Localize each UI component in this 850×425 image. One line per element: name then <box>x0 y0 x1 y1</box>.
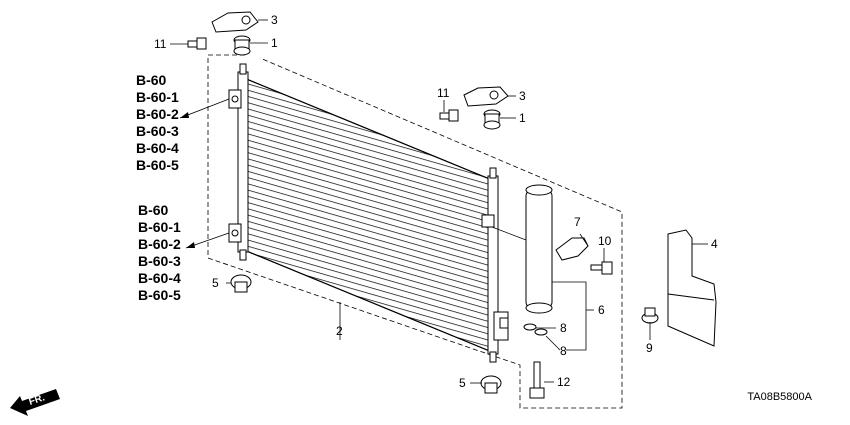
diagram-code: TA08B5800A <box>747 391 812 403</box>
upper-mount-right <box>439 86 509 130</box>
callout-6: 6 <box>598 303 605 317</box>
callout-5b: 5 <box>459 376 466 390</box>
front-direction-label: FR. <box>28 392 47 408</box>
callout-8b: 8 <box>560 344 567 358</box>
ref-label: B-60-4 <box>138 270 181 286</box>
mount-cushions <box>230 274 502 394</box>
receiver-dryer <box>525 184 553 314</box>
ref-label: B-60-3 <box>138 253 181 269</box>
ref-label: B-60-3 <box>136 123 179 139</box>
dryer-bracket <box>555 237 589 261</box>
callout-11b: 11 <box>437 86 450 100</box>
callout-5a: 5 <box>212 276 219 290</box>
ref-label: B-60 <box>136 72 167 88</box>
front-direction-arrow: FR. <box>10 389 60 416</box>
ref-label: B-60-5 <box>136 157 179 173</box>
callout-9: 9 <box>646 341 653 355</box>
ref-label: B-60-2 <box>136 106 179 122</box>
callout-8a: 8 <box>560 321 567 335</box>
ref-label: B-60-5 <box>138 287 181 303</box>
ref-label: B-60-1 <box>136 89 179 105</box>
callout-2: 2 <box>336 324 343 338</box>
bolt-10 <box>590 261 613 275</box>
ref-label: B-60-4 <box>136 140 179 156</box>
ref-label: B-60 <box>138 202 169 218</box>
ref-label: B-60-2 <box>138 236 181 252</box>
bolt-12 <box>529 361 545 399</box>
o-ring-group <box>523 323 548 336</box>
callout-1b: 1 <box>519 111 526 125</box>
callout-11a: 11 <box>154 37 167 51</box>
callout-10: 10 <box>598 234 612 248</box>
ref-group-upper: B-60 B-60-1 B-60-2 B-60-3 B-60-4 B-60-5 <box>136 72 179 174</box>
leader-arrowheads <box>180 112 195 248</box>
right-header-tank <box>481 167 509 363</box>
callout-1a: 1 <box>271 36 278 50</box>
callout-3b: 3 <box>519 89 526 103</box>
callout-3a: 3 <box>271 13 278 27</box>
ref-group-lower: B-60 B-60-1 B-60-2 B-60-3 B-60-4 B-60-5 <box>138 202 181 304</box>
left-header-tank <box>228 63 249 261</box>
callout-4: 4 <box>711 237 718 251</box>
ref-label: B-60-1 <box>138 219 181 235</box>
callout-7: 7 <box>574 215 581 229</box>
upper-mount-left <box>187 11 259 56</box>
callout-12: 12 <box>557 375 571 389</box>
callout-numbers: 3 1 11 3 1 11 2 5 5 12 7 10 4 9 6 8 8 <box>154 13 718 390</box>
clip-9 <box>641 307 659 324</box>
side-seal <box>667 229 717 347</box>
